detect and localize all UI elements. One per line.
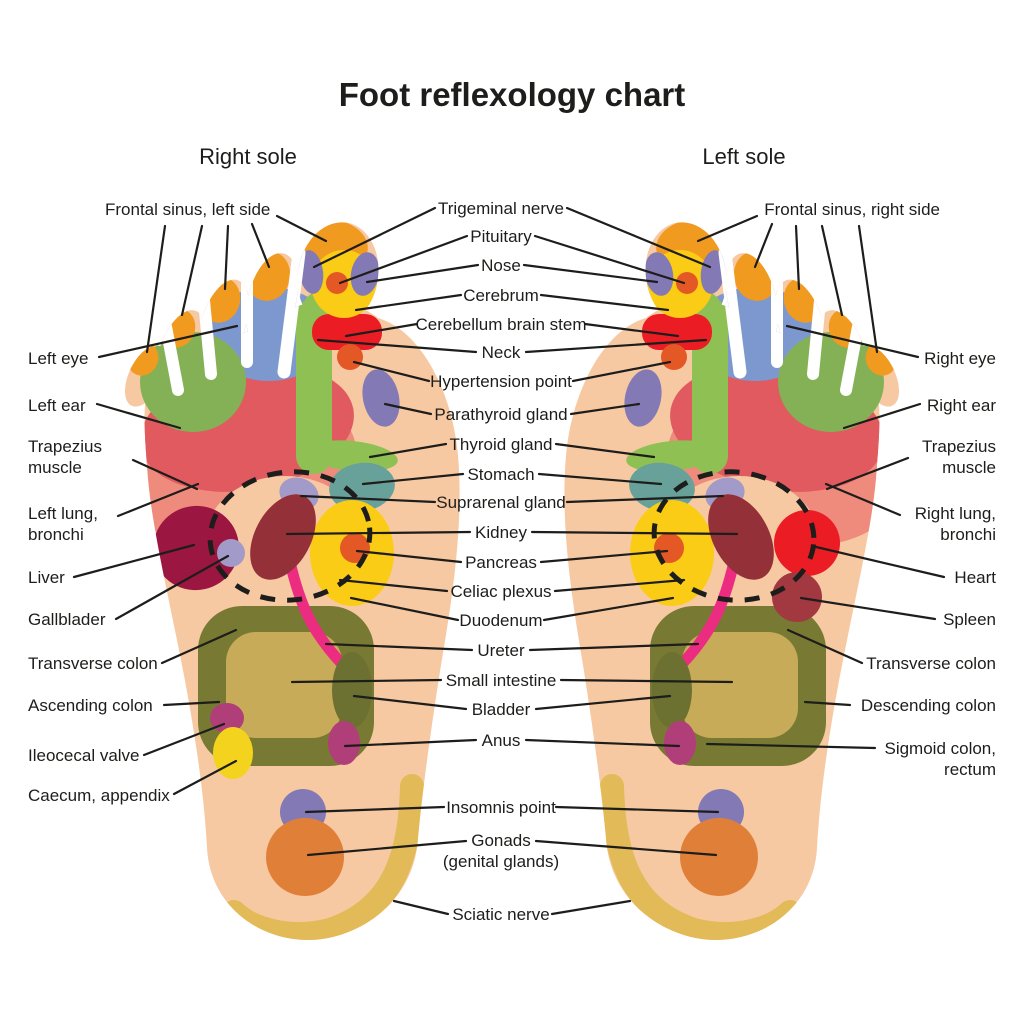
label-transverse-colon-right: Transverse colon [866, 654, 996, 673]
label-ileocecal-valve: Ileocecal valve [28, 746, 140, 765]
label-trigeminal-nerve: Trigeminal nerve [438, 199, 564, 218]
zone-caecum-appendix [213, 727, 253, 779]
label-suprarenal-gland: Suprarenal gland [436, 493, 566, 512]
label-right-ear: Right ear [927, 396, 996, 415]
label-cerebrum: Cerebrum [463, 286, 539, 305]
label-cerebellum-brain-stem: Cerebellum brain stem [415, 315, 587, 334]
label-left-ear: Left ear [28, 396, 86, 415]
label-ascending-colon: Ascending colon [28, 696, 153, 715]
label-trapezius-muscle-right: Trapezius muscle [921, 437, 996, 477]
celiac-dashed-circles [207, 469, 817, 603]
label-sigmoid-colon-rectum: Sigmoid colon, rectum [884, 739, 996, 779]
label-anus: Anus [481, 731, 521, 750]
label-stomach: Stomach [467, 465, 535, 484]
page-title: Foot reflexology chart [338, 76, 686, 113]
label-gallbladder: Gallblader [28, 610, 106, 629]
label-spleen: Spleen [943, 610, 996, 629]
label-trapezius-muscle-left: Trapezius muscle [28, 437, 103, 477]
label-heart: Heart [954, 568, 996, 587]
label-transverse-colon-left: Transverse colon [28, 654, 158, 673]
label-celiac-plexus: Celiac plexus [450, 582, 552, 601]
zone-spleen [772, 572, 822, 622]
label-left-eye: Left eye [28, 349, 89, 368]
label-sciatic-nerve: Sciatic nerve [452, 905, 550, 924]
label-bladder: Bladder [471, 700, 531, 719]
label-liver: Liver [28, 568, 65, 587]
label-parathyroid-gland: Parathyroid gland [434, 405, 568, 424]
label-frontal-sinus-right: Frontal sinus, right side [764, 200, 940, 219]
label-small-intestine: Small intestine [445, 671, 557, 690]
label-duodenum: Duodenum [459, 611, 543, 630]
leader-lines [72, 206, 946, 916]
label-thyroid-gland: Thyroid gland [449, 435, 553, 454]
label-kidney: Kidney [475, 523, 527, 542]
left-sole-illustration [554, 208, 915, 952]
label-right-eye: Right eye [924, 349, 996, 368]
label-descending-colon: Descending colon [860, 696, 996, 715]
label-insomnis-point: Insomnis point [446, 798, 556, 817]
label-ureter: Ureter [477, 641, 525, 660]
label-nose: Nose [481, 256, 521, 275]
label-pancreas: Pancreas [465, 553, 537, 572]
label-left-lung-bronchi: Left lung, bronchi [28, 504, 98, 544]
label-right-lung-bronchi: Right lung, bronchi [914, 504, 996, 544]
zone-heart [774, 510, 840, 576]
label-caecum-appendix: Caecum, appendix [28, 786, 170, 805]
label-hypertension-point: Hypertension point [430, 372, 572, 391]
label-neck: Neck [481, 343, 521, 362]
right-sole-heading: Right sole [199, 144, 297, 169]
zone-gallbladder [217, 539, 245, 567]
left-sole-heading: Left sole [702, 144, 786, 169]
label-pituitary: Pituitary [470, 227, 532, 246]
label-gonads: Gonads (genital glands) [442, 831, 560, 871]
label-frontal-sinus-left: Frontal sinus, left side [105, 200, 271, 219]
